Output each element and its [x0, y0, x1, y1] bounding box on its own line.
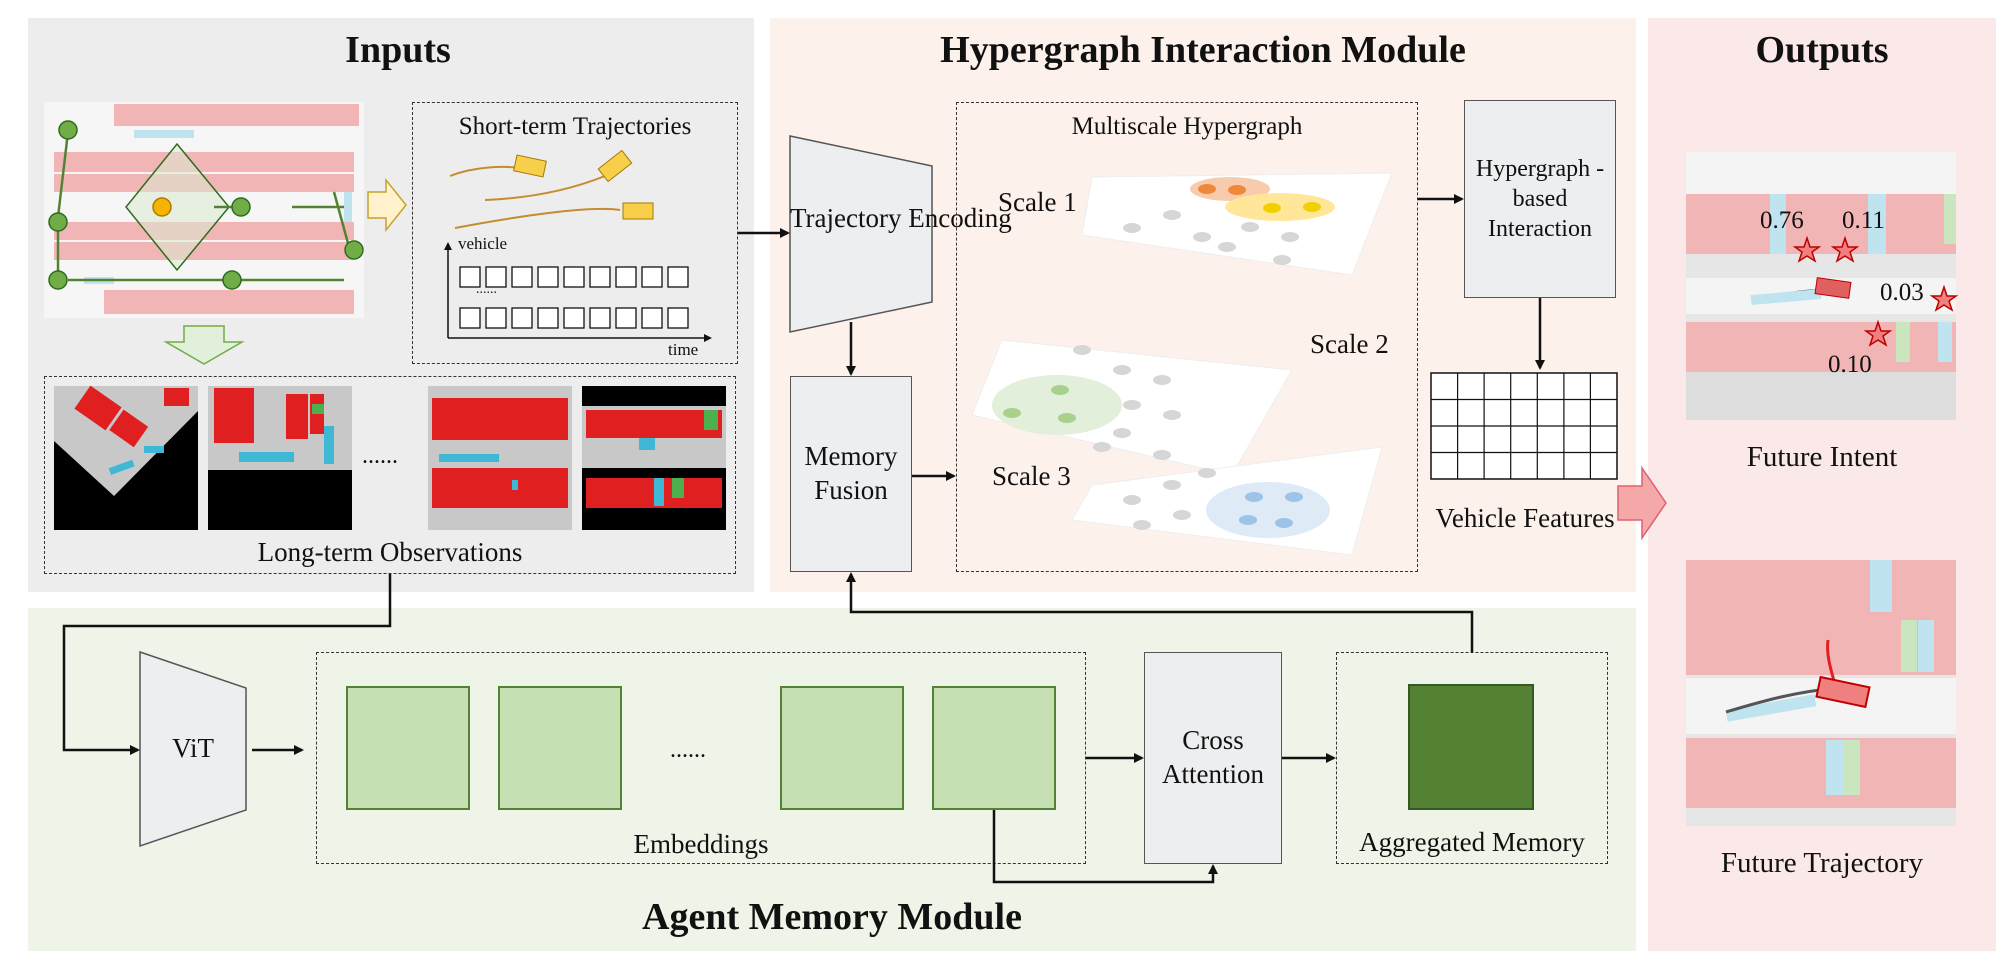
- short-term-box: [412, 102, 738, 364]
- vehicle-features-label: Vehicle Features: [1435, 503, 1615, 533]
- scale3-label: Scale 3: [992, 461, 1071, 491]
- future-trajectory-map: [1686, 560, 1956, 826]
- prob-4: 0.10: [1828, 351, 1872, 378]
- arrow-down-icon: [163, 325, 245, 365]
- prob-2: 0.11: [1842, 207, 1885, 234]
- interaction-box: Hypergraph -based Interaction: [1464, 100, 1616, 298]
- embedding-3: [780, 686, 904, 810]
- aggregated-memory-block: [1408, 684, 1534, 810]
- future-intent-label: Future Intent: [1746, 441, 1898, 473]
- future-trajectory-label: Future Trajectory: [1720, 847, 1924, 879]
- outputs-title: Outputs: [1755, 29, 1889, 71]
- vit-label: ViT: [172, 733, 214, 763]
- short-term-title: Short-term Trajectories: [458, 113, 692, 140]
- hypergraph-layers: [971, 172, 1393, 556]
- prob-1: 0.76: [1760, 207, 1804, 234]
- aggregated-memory-box: [1336, 652, 1608, 864]
- cross-attention-box: Cross Attention: [1144, 652, 1282, 864]
- vehicle-time-axes: [444, 242, 712, 342]
- future-intent-map: [1686, 152, 1959, 420]
- frames-dots: ......: [362, 443, 398, 469]
- parking-map: [44, 102, 364, 318]
- embedding-1: [346, 686, 470, 810]
- embeddings-label: Embeddings: [633, 829, 769, 859]
- memory-fusion-box: Memory Fusion: [790, 376, 912, 572]
- aggregated-memory-label: Aggregated Memory: [1359, 827, 1585, 857]
- prob-3: 0.03: [1880, 279, 1924, 306]
- memory-title: Agent Memory Module: [642, 896, 1022, 938]
- embedding-4: [932, 686, 1056, 810]
- feature-grid: [1430, 372, 1618, 480]
- long-term-box: [44, 376, 736, 574]
- output-arrow-icon: [1617, 465, 1667, 541]
- scale2-label: Scale 2: [1310, 329, 1389, 359]
- axis-dots: ......: [476, 282, 497, 297]
- embeddings-box: [316, 652, 1086, 864]
- vit-encoder-shape: [139, 650, 247, 848]
- observation-frames: [54, 385, 726, 530]
- trajectory-sketch: [449, 149, 654, 229]
- embedding-2: [498, 686, 622, 810]
- scale1-label: Scale 1: [998, 187, 1077, 217]
- multiscale-box: [956, 102, 1418, 572]
- hypergraph-title: Hypergraph Interaction Module: [940, 29, 1466, 71]
- long-term-title: Long-term Observations: [257, 537, 523, 567]
- axis-vehicle-label: vehicle: [458, 234, 508, 253]
- arrow-right-icon: [367, 177, 407, 233]
- axis-time-label: time: [668, 340, 699, 359]
- embedding-dots: ......: [670, 737, 706, 763]
- inputs-title: Inputs: [345, 29, 451, 71]
- multiscale-title: Multiscale Hypergraph: [1071, 113, 1303, 140]
- trajectory-encoder-shape: [789, 135, 933, 333]
